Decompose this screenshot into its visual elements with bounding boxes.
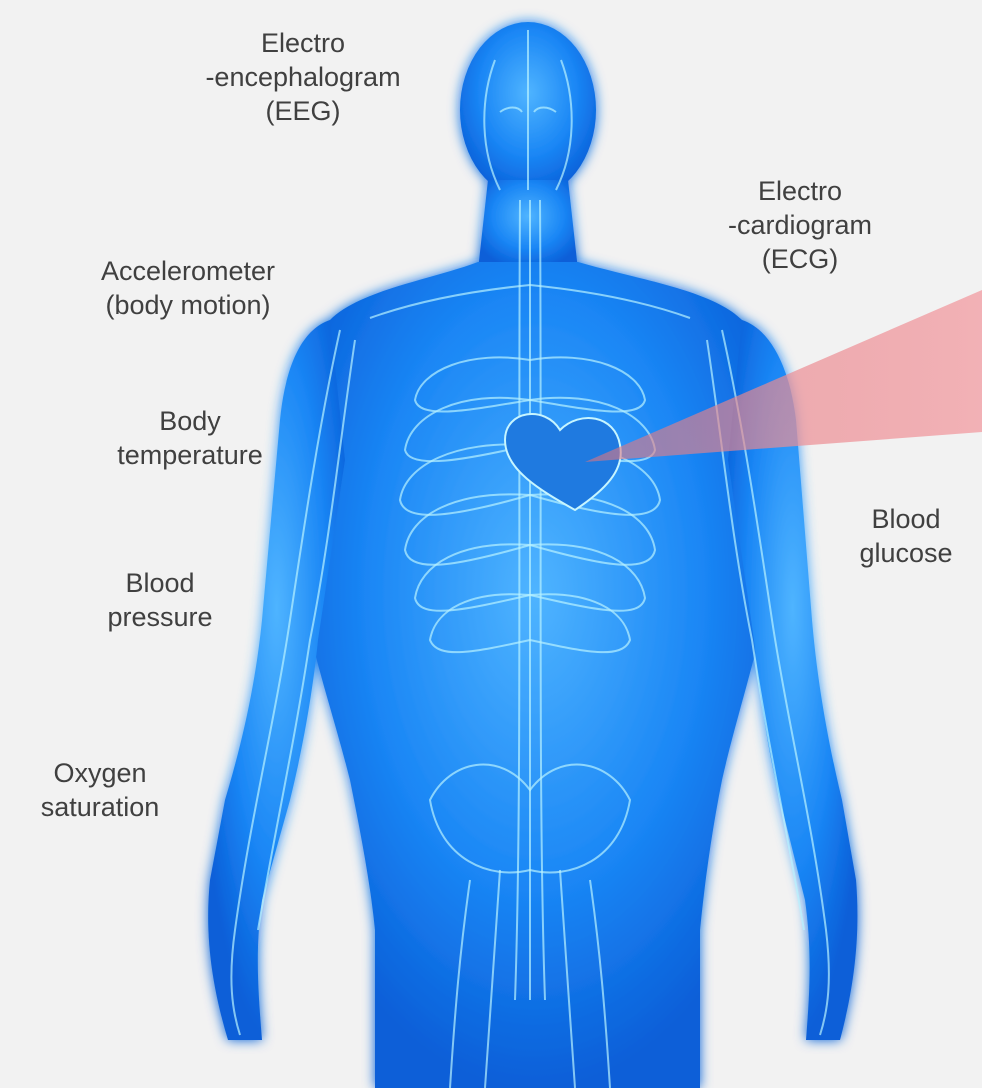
label-oxygen-saturation-line1: Oxygen bbox=[0, 756, 200, 790]
label-body-temperature: Body temperature bbox=[75, 404, 305, 472]
label-blood-glucose: Blood glucose bbox=[830, 502, 982, 570]
label-eeg-line1: Electro bbox=[163, 26, 443, 60]
label-blood-glucose-line2: glucose bbox=[830, 536, 982, 570]
label-eeg-line2: -encephalogram bbox=[163, 60, 443, 94]
label-blood-pressure-line1: Blood bbox=[55, 566, 265, 600]
label-eeg: Electro -encephalogram (EEG) bbox=[163, 26, 443, 128]
label-blood-pressure: Blood pressure bbox=[55, 566, 265, 634]
label-oxygen-saturation-line2: saturation bbox=[0, 790, 200, 824]
label-accelerometer-line1: Accelerometer bbox=[58, 254, 318, 288]
label-ecg: Electro -cardiogram (ECG) bbox=[680, 174, 920, 276]
label-ecg-line3: (ECG) bbox=[680, 242, 920, 276]
label-blood-glucose-line1: Blood bbox=[830, 502, 982, 536]
label-accelerometer: Accelerometer (body motion) bbox=[58, 254, 318, 322]
label-accelerometer-line2: (body motion) bbox=[58, 288, 318, 322]
label-blood-pressure-line2: pressure bbox=[55, 600, 265, 634]
label-ecg-line2: -cardiogram bbox=[680, 208, 920, 242]
label-body-temperature-line1: Body bbox=[75, 404, 305, 438]
label-body-temperature-line2: temperature bbox=[75, 438, 305, 472]
label-oxygen-saturation: Oxygen saturation bbox=[0, 756, 200, 824]
label-ecg-line1: Electro bbox=[680, 174, 920, 208]
label-eeg-line3: (EEG) bbox=[163, 94, 443, 128]
